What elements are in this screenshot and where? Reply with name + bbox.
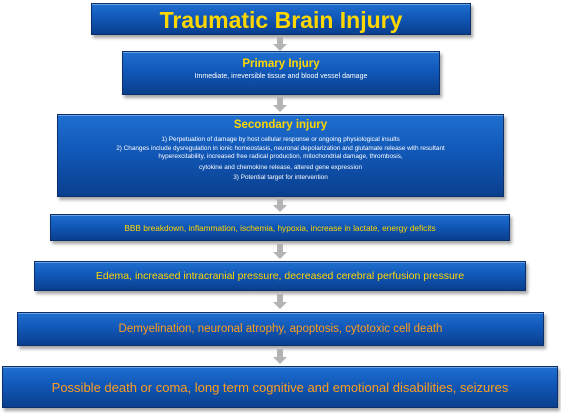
stage-box-demyelination: Demyelination, neuronal atrophy, apoptos… <box>17 312 544 346</box>
primary-injury-box: Primary Injury Immediate, irreversible t… <box>122 51 440 95</box>
stage-box-edema: Edema, increased intracranial pressure, … <box>34 261 526 291</box>
secondary-injury-line: cytokine and chemokine release, altered … <box>198 163 363 171</box>
down-arrow-icon <box>272 97 288 113</box>
secondary-injury-box: Secondary injury 1) Perpetuation of dama… <box>57 114 504 197</box>
secondary-injury-line: hyperexcitability, increased free radica… <box>158 153 403 161</box>
primary-injury-text: Immediate, irreversible tissue and blood… <box>194 73 368 80</box>
title-box: Traumatic Brain Injury <box>91 3 471 35</box>
secondary-injury-line: 2) Changes include dysregulation in ioni… <box>116 144 445 152</box>
stage-text: Possible death or coma, long term cognit… <box>51 380 509 395</box>
secondary-injury-heading: Secondary injury <box>233 119 328 131</box>
stage-text: BBB breakdown, inflammation, ischemia, h… <box>124 223 436 233</box>
stage-box-outcomes: Possible death or coma, long term cognit… <box>2 366 558 408</box>
down-arrow-icon <box>272 244 288 260</box>
secondary-injury-line: 1) Perpetuation of damage by host cellul… <box>161 136 400 143</box>
stage-box-bbb-breakdown: BBB breakdown, inflammation, ischemia, h… <box>50 214 510 241</box>
down-arrow-icon <box>272 349 288 365</box>
diagram-title: Traumatic Brain Injury <box>159 7 403 33</box>
secondary-injury-line: 3) Potential target for intervention <box>233 174 328 182</box>
secondary-injury-details: 1) Perpetuation of damage by host cellul… <box>58 136 503 183</box>
down-arrow-icon <box>272 294 288 310</box>
down-arrow-icon <box>272 197 288 213</box>
primary-injury-heading: Primary Injury <box>242 58 320 70</box>
stage-text: Edema, increased intracranial pressure, … <box>95 270 465 282</box>
stage-text: Demyelination, neuronal atrophy, apoptos… <box>118 323 443 335</box>
down-arrow-icon <box>272 36 288 52</box>
